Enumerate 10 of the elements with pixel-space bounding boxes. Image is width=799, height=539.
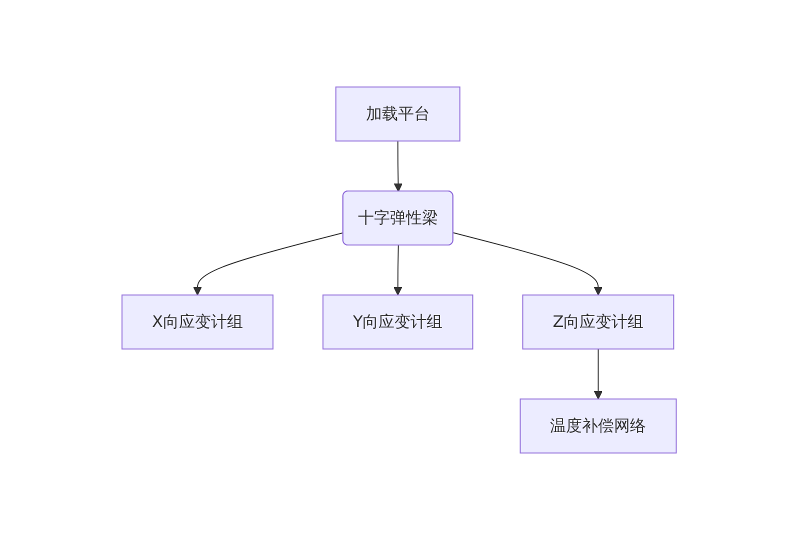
node-box: 温度补偿网络 — [520, 398, 678, 453]
node-box: X向应变计组 — [122, 294, 274, 349]
arrow — [193, 232, 344, 295]
arrow — [453, 232, 603, 295]
node-box: Y向应变计组 — [322, 294, 474, 349]
node-box: 加载平台 — [336, 86, 461, 141]
arrow — [394, 244, 403, 295]
arrow — [394, 140, 403, 192]
node-box: Z向应变计组 — [522, 294, 675, 349]
arrow — [594, 348, 603, 399]
